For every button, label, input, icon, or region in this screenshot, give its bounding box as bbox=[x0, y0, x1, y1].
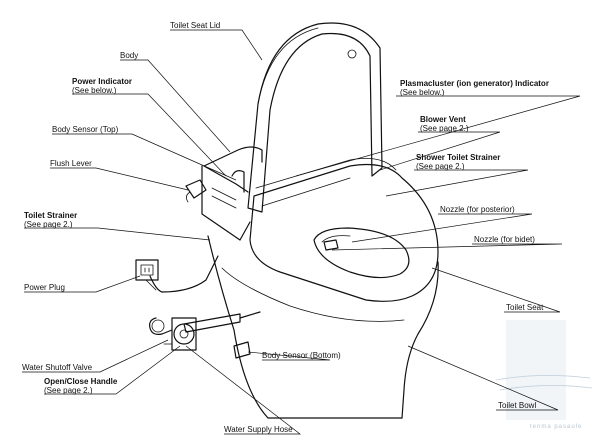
label-toilet-seat: Toilet Seat bbox=[506, 303, 544, 312]
label-power-indicator: Power Indicator bbox=[72, 77, 132, 86]
label-shower-toilet-strainer: Shower Toilet Strainer bbox=[416, 153, 500, 162]
label-open-close-handle-note: (See page 2.) bbox=[44, 386, 93, 395]
label-toilet-strainer: Toilet Strainer bbox=[24, 211, 77, 220]
label-toilet-strainer-note: (See page 2.) bbox=[24, 220, 73, 229]
label-power-indicator-note: (See below.) bbox=[72, 86, 117, 95]
toilet-illustration bbox=[135, 22, 439, 419]
label-power-plug: Power Plug bbox=[24, 283, 65, 292]
labels: Toilet Seat Lid Body Power Indicator (Se… bbox=[22, 21, 549, 434]
label-toilet-bowl: Toilet Bowl bbox=[498, 401, 536, 410]
label-blower-vent-note: (See page 2.) bbox=[420, 124, 469, 133]
label-blower-vent: Blower Vent bbox=[420, 115, 466, 124]
label-body-sensor-bottom: Body Sensor (Bottom) bbox=[262, 351, 341, 360]
label-toilet-seat-lid: Toilet Seat Lid bbox=[170, 21, 220, 30]
label-water-shutoff-valve: Water Shutoff Valve bbox=[22, 363, 93, 372]
label-water-supply-hose: Water Supply Hose bbox=[224, 425, 293, 434]
label-body-sensor-top: Body Sensor (Top) bbox=[52, 125, 119, 134]
label-open-close-handle: Open/Close Handle bbox=[44, 377, 118, 386]
label-plasmacluster-indicator: Plasmacluster (ion generator) Indicator bbox=[400, 79, 549, 88]
label-body: Body bbox=[120, 51, 138, 60]
label-plasmacluster-note: (See below.) bbox=[400, 88, 445, 97]
label-nozzle-bidet: Nozzle (for bidet) bbox=[474, 235, 535, 244]
label-flush-lever: Flush Lever bbox=[50, 159, 92, 168]
label-nozzle-posterior: Nozzle (for posterior) bbox=[440, 205, 515, 214]
watermark: tenma pasaule bbox=[495, 320, 593, 430]
watermark-text: tenma pasaule bbox=[530, 424, 582, 430]
leader-lines bbox=[22, 29, 581, 435]
label-shower-toilet-strainer-note: (See page 2.) bbox=[416, 162, 465, 171]
